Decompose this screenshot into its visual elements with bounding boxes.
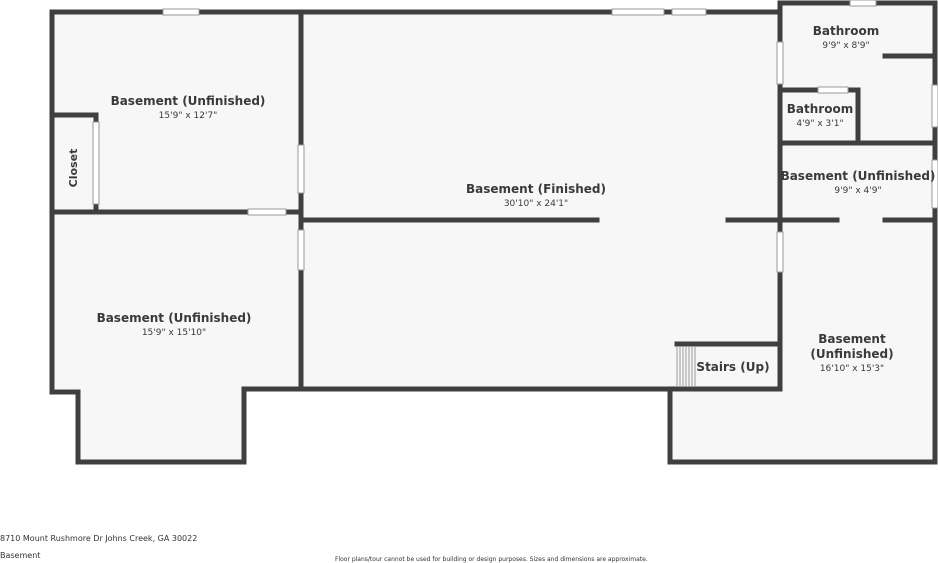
room-name: Basement (Unfinished) [111,94,266,108]
room-name: Basement [818,332,886,346]
window [931,159,938,209]
room-name: Basement (Finished) [466,182,606,196]
floor-label: Basement [0,551,41,560]
room-name: Basement (Unfinished) [781,169,936,183]
openings [92,0,938,273]
doorway [776,231,784,273]
room-name: Bathroom [787,102,853,116]
floor-fill [52,3,936,462]
doorway [297,144,305,194]
window [611,8,665,16]
stairs-label: Stairs (Up) [696,360,769,374]
doorway [817,86,849,94]
room-dimensions: 30'10" x 24'1" [504,199,568,209]
room-dimensions: 9'9" x 8'9" [822,41,869,51]
disclaimer: Floor plans/tour cannot be used for buil… [335,556,648,563]
doorway [297,229,305,271]
window [931,84,938,128]
room-dimensions: 9'9" x 4'9" [834,186,881,196]
doorway [247,208,287,216]
room-name: (Unfinished) [810,347,893,361]
room-dimensions: 16'10" x 15'3" [820,364,884,374]
room-name: Basement (Unfinished) [97,311,252,325]
doorway [776,41,784,85]
doorway [92,121,100,205]
window [849,0,877,7]
address-label: 8710 Mount Rushmore Dr Johns Creek, GA 3… [0,534,198,543]
room-dimensions: 4'9" x 3'1" [796,119,843,129]
room-dimensions: 15'9" x 12'7" [159,111,218,121]
window [671,8,707,16]
room-dimensions: 15'9" x 15'10" [142,328,206,338]
stairs [676,346,696,386]
window [162,8,200,16]
room-name: Bathroom [813,24,879,38]
closet-label: Closet [67,149,80,188]
